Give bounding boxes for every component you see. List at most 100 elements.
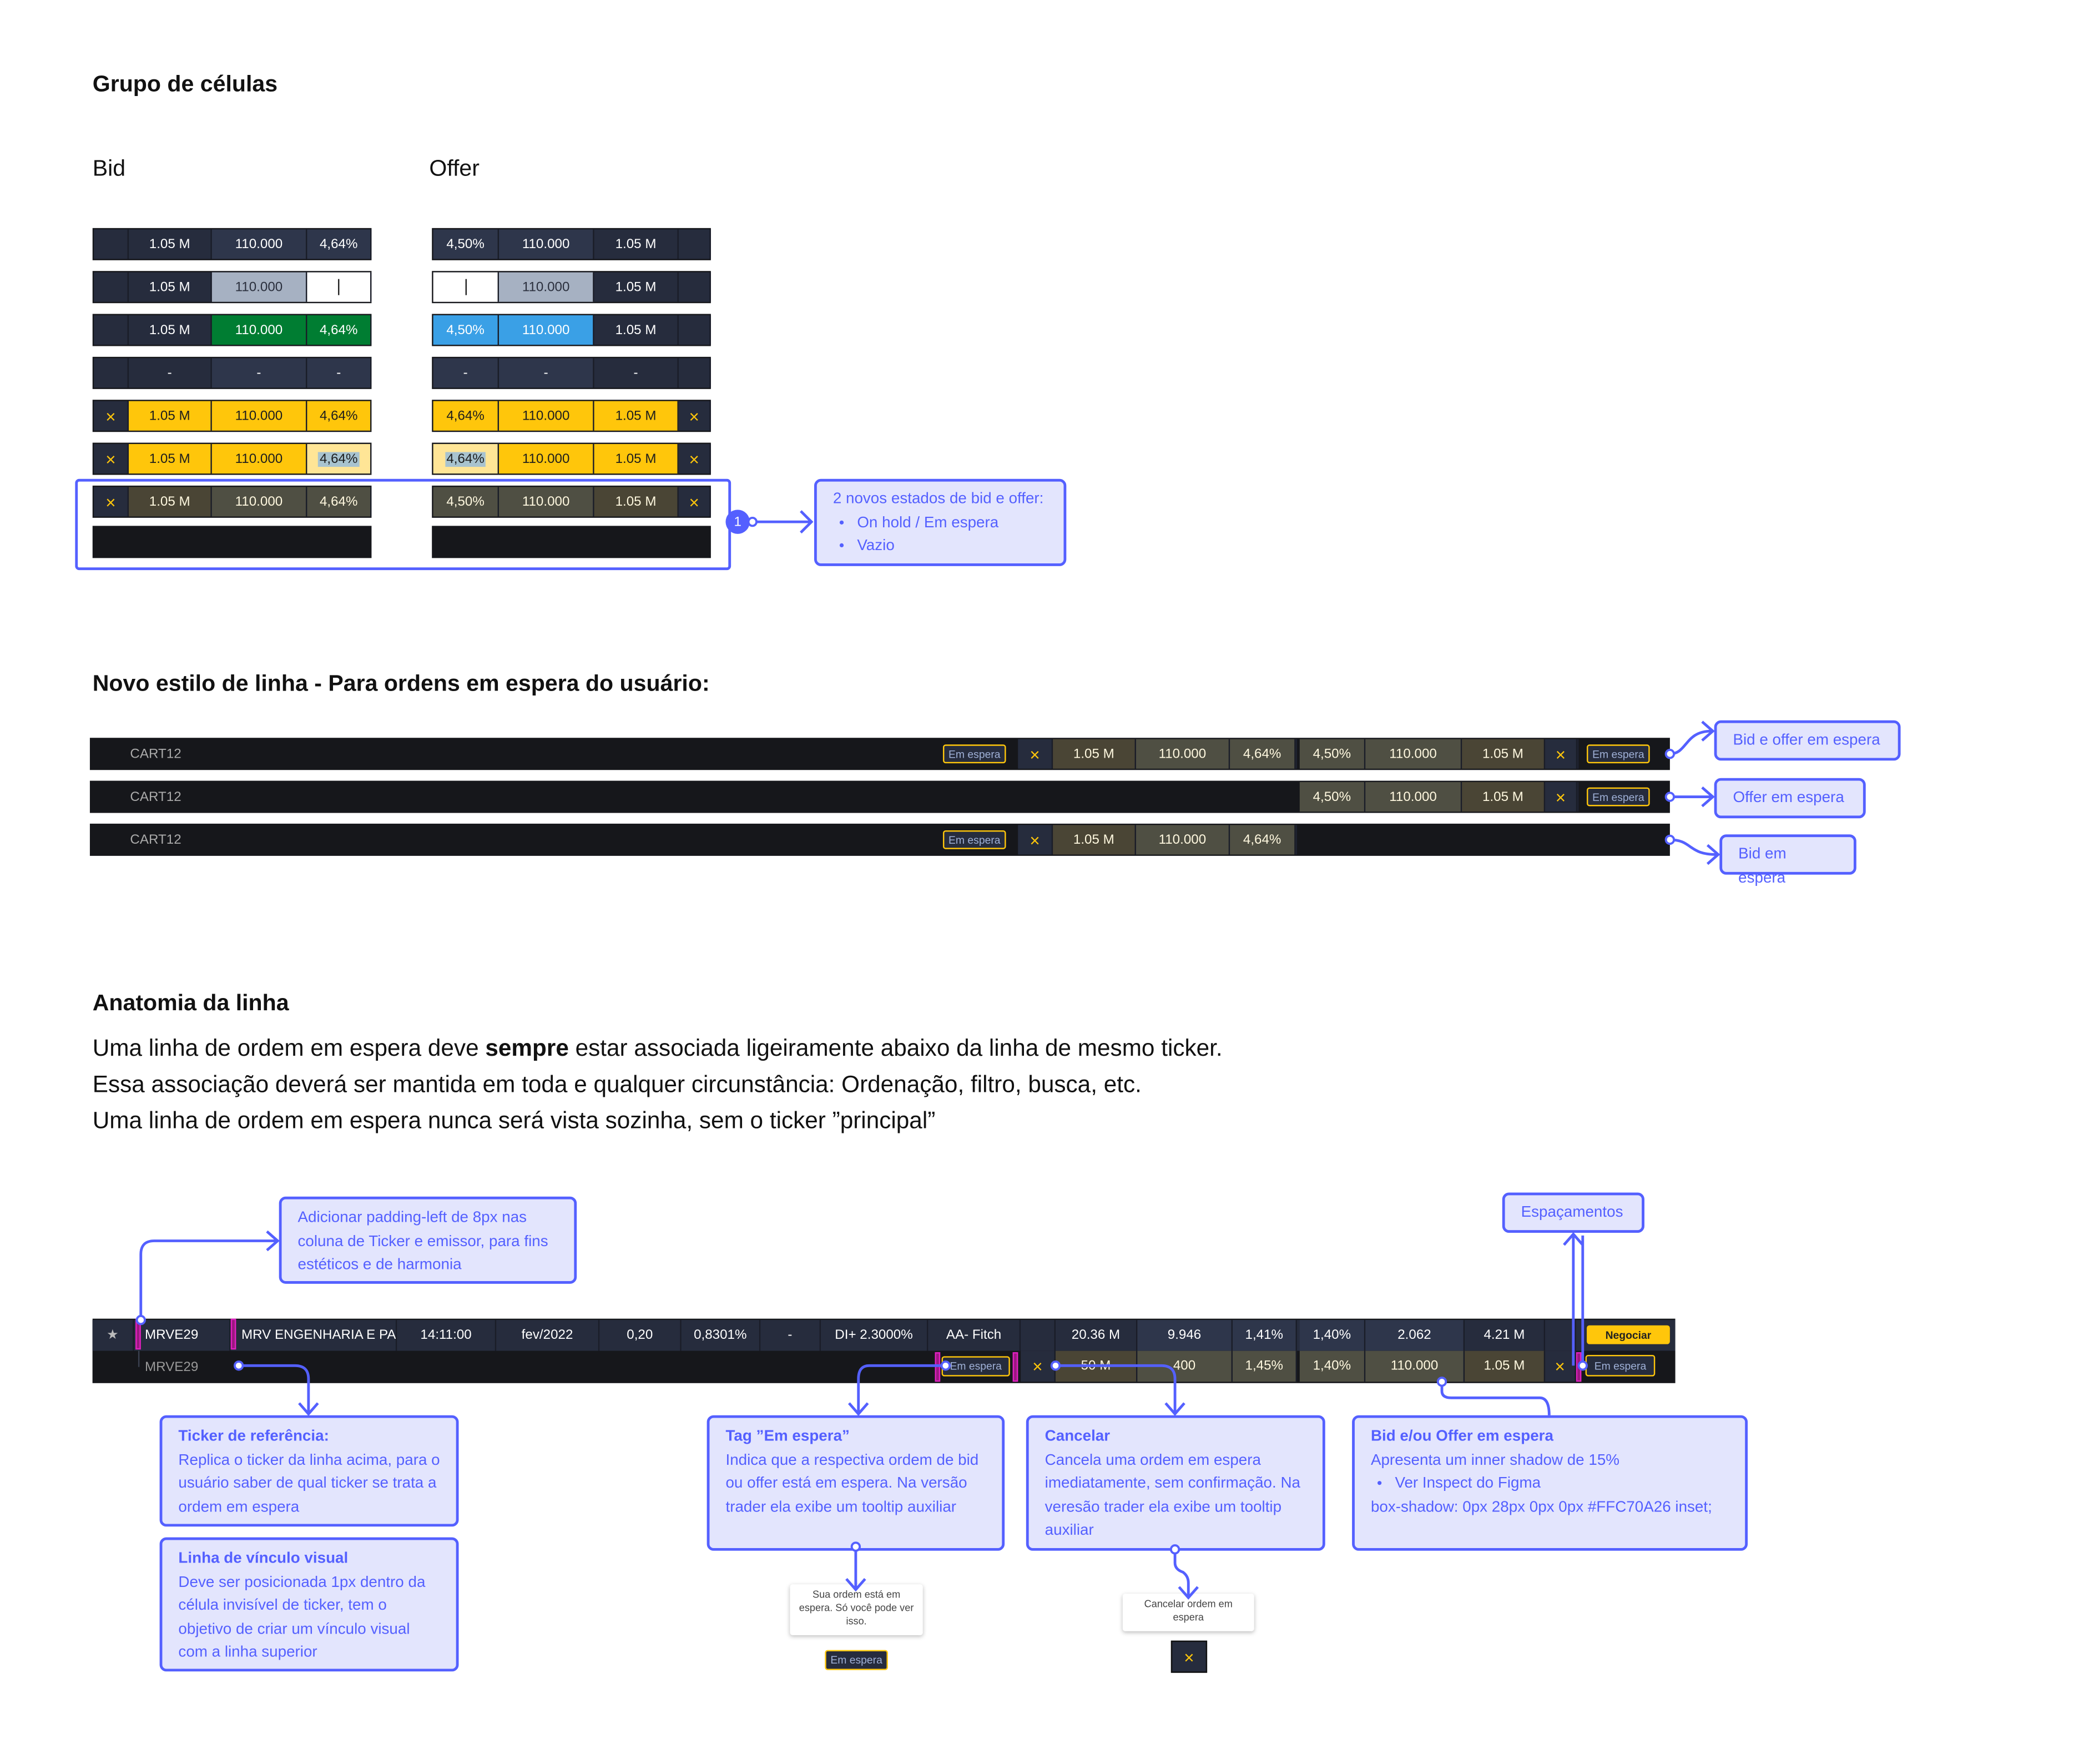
bid-cell[interactable]: - bbox=[211, 358, 307, 388]
bid-cell[interactable]: - bbox=[129, 358, 212, 388]
data-cell[interactable]: MRV ENGENHARIA E PAR bbox=[230, 1320, 397, 1351]
data-cell[interactable]: - bbox=[760, 1320, 821, 1351]
bid-cell[interactable]: 400 bbox=[1137, 1350, 1233, 1382]
bid-cell[interactable]: 1.05 M bbox=[1053, 739, 1137, 769]
bid-cell[interactable]: 1,45% bbox=[1233, 1350, 1298, 1382]
bid-cell[interactable]: 110.000 bbox=[211, 315, 307, 345]
bid-cell[interactable]: 110.000 bbox=[211, 272, 307, 302]
bid-cell[interactable]: 110.000 bbox=[1136, 739, 1230, 769]
bid-cell[interactable] bbox=[307, 272, 372, 302]
bid-cell[interactable]: 4,64% bbox=[1230, 739, 1296, 769]
offer-cell[interactable]: 4,64% bbox=[433, 443, 499, 474]
hold-tag[interactable]: Em espera bbox=[1585, 1354, 1656, 1377]
data-cell[interactable]: 0,20 bbox=[599, 1320, 682, 1351]
bid-cell[interactable]: 4,64% bbox=[307, 401, 372, 431]
bid-cell[interactable] bbox=[94, 272, 129, 302]
offer-cell[interactable]: 110.000 bbox=[1365, 782, 1462, 812]
bid-cell[interactable]: 1.05 M bbox=[129, 401, 212, 431]
data-cell[interactable]: DI+ 2.3000% bbox=[821, 1320, 929, 1351]
bid-cell[interactable]: 1.05 M bbox=[129, 315, 212, 345]
offer-cell[interactable]: 1.05 M bbox=[594, 229, 679, 259]
offer-cell[interactable]: 4,64% bbox=[433, 401, 499, 431]
cancel-icon[interactable]: × bbox=[678, 487, 711, 517]
hold-tag[interactable]: Em espera bbox=[942, 830, 1006, 849]
cancel-icon[interactable]: × bbox=[1545, 1350, 1576, 1382]
bid-cell[interactable]: 4,64% bbox=[307, 443, 372, 474]
ticker-cell[interactable]: MRVE29 bbox=[134, 1320, 231, 1351]
favorite-star-icon[interactable]: ★ bbox=[92, 1320, 134, 1351]
data-cell[interactable]: 0,8301% bbox=[681, 1320, 761, 1351]
bid-cell[interactable]: - bbox=[307, 358, 372, 388]
cancel-icon[interactable]: × bbox=[94, 443, 129, 474]
cancel-icon[interactable]: × bbox=[678, 443, 711, 474]
hold-tag[interactable]: Em espera bbox=[942, 744, 1006, 764]
bid-cell[interactable] bbox=[94, 229, 129, 259]
offer-cell[interactable]: 1,40% bbox=[1299, 1320, 1366, 1351]
offer-cell[interactable]: 4,50% bbox=[433, 487, 499, 517]
offer-cell[interactable]: 1.05 M bbox=[594, 315, 679, 345]
offer-cell[interactable] bbox=[678, 229, 711, 259]
cancel-icon[interactable]: × bbox=[1545, 782, 1578, 812]
bid-cell[interactable]: 50 M bbox=[1055, 1350, 1138, 1382]
offer-cell[interactable]: 1.05 M bbox=[594, 487, 679, 517]
bid-cell[interactable]: 1.05 M bbox=[129, 487, 212, 517]
bid-cell[interactable]: 110.000 bbox=[211, 401, 307, 431]
offer-cell[interactable]: 1,40% bbox=[1299, 1350, 1366, 1382]
offer-cell[interactable] bbox=[678, 272, 711, 302]
data-cell[interactable]: 14:11:00 bbox=[397, 1320, 497, 1351]
offer-cell[interactable] bbox=[433, 272, 499, 302]
bid-cell[interactable]: 1.05 M bbox=[129, 272, 212, 302]
cancel-icon[interactable]: × bbox=[1545, 739, 1578, 769]
offer-cell[interactable]: 4.21 M bbox=[1465, 1320, 1546, 1351]
cancel-icon[interactable]: × bbox=[1021, 1350, 1056, 1382]
cancel-icon[interactable]: × bbox=[94, 487, 129, 517]
bid-cell[interactable] bbox=[94, 315, 129, 345]
bid-cell[interactable]: 4,64% bbox=[307, 229, 372, 259]
hold-tag[interactable]: Em espera bbox=[1587, 744, 1650, 764]
offer-cell[interactable]: 110.000 bbox=[499, 272, 594, 302]
cancel-icon[interactable]: × bbox=[1018, 739, 1053, 769]
offer-cell[interactable]: 1.05 M bbox=[594, 401, 679, 431]
cancel-icon[interactable]: × bbox=[1018, 825, 1053, 855]
offer-cell[interactable]: 110.000 bbox=[499, 229, 594, 259]
bid-cell[interactable]: 110.000 bbox=[211, 229, 307, 259]
offer-cell[interactable]: - bbox=[433, 358, 499, 388]
offer-cell[interactable] bbox=[678, 315, 711, 345]
offer-cell[interactable]: - bbox=[499, 358, 594, 388]
offer-cell[interactable]: - bbox=[594, 358, 679, 388]
offer-cell[interactable]: 1.05 M bbox=[594, 272, 679, 302]
offer-cell[interactable]: 1.05 M bbox=[594, 443, 679, 474]
offer-cell[interactable]: 4,50% bbox=[1299, 782, 1366, 812]
offer-cell[interactable]: 110.000 bbox=[1365, 739, 1462, 769]
bid-cell[interactable]: 1.05 M bbox=[129, 229, 212, 259]
offer-cell[interactable]: 110.000 bbox=[499, 443, 594, 474]
offer-cell[interactable] bbox=[678, 358, 711, 388]
offer-cell[interactable]: 110.000 bbox=[499, 487, 594, 517]
bid-cell[interactable]: 1.05 M bbox=[1053, 825, 1137, 855]
offer-cell[interactable]: 1.05 M bbox=[1462, 782, 1546, 812]
cancel-icon[interactable]: × bbox=[678, 401, 711, 431]
bid-cell[interactable]: 4,64% bbox=[1230, 825, 1296, 855]
bid-cell[interactable]: 4,64% bbox=[307, 315, 372, 345]
cancel-button-sample[interactable]: × bbox=[1170, 1640, 1208, 1673]
bid-cell[interactable]: 110.000 bbox=[211, 487, 307, 517]
offer-cell[interactable]: 4,50% bbox=[433, 229, 499, 259]
negociar-button[interactable]: Negociar bbox=[1587, 1325, 1670, 1344]
offer-cell[interactable]: 1.05 M bbox=[1462, 739, 1546, 769]
data-cell[interactable]: AA- Fitch bbox=[928, 1320, 1021, 1351]
data-cell[interactable]: fev/2022 bbox=[496, 1320, 600, 1351]
hold-tag[interactable]: Em espera bbox=[941, 1356, 1010, 1377]
bid-cell[interactable]: 110.000 bbox=[1136, 825, 1230, 855]
offer-cell[interactable]: 110.000 bbox=[1365, 1350, 1465, 1382]
offer-cell[interactable]: 1.05 M bbox=[1465, 1350, 1546, 1382]
bid-cell[interactable]: 110.000 bbox=[211, 443, 307, 474]
bid-cell[interactable]: 9.946 bbox=[1137, 1320, 1233, 1351]
offer-cell[interactable]: 4,50% bbox=[433, 315, 499, 345]
bid-cell[interactable]: 1.05 M bbox=[129, 443, 212, 474]
bid-cell[interactable]: 1,41% bbox=[1233, 1320, 1298, 1351]
bid-cell[interactable] bbox=[94, 358, 129, 388]
offer-cell[interactable]: 2.062 bbox=[1365, 1320, 1465, 1351]
offer-cell[interactable]: 110.000 bbox=[499, 315, 594, 345]
bid-cell[interactable]: 4,64% bbox=[307, 487, 372, 517]
cancel-icon[interactable]: × bbox=[94, 401, 129, 431]
